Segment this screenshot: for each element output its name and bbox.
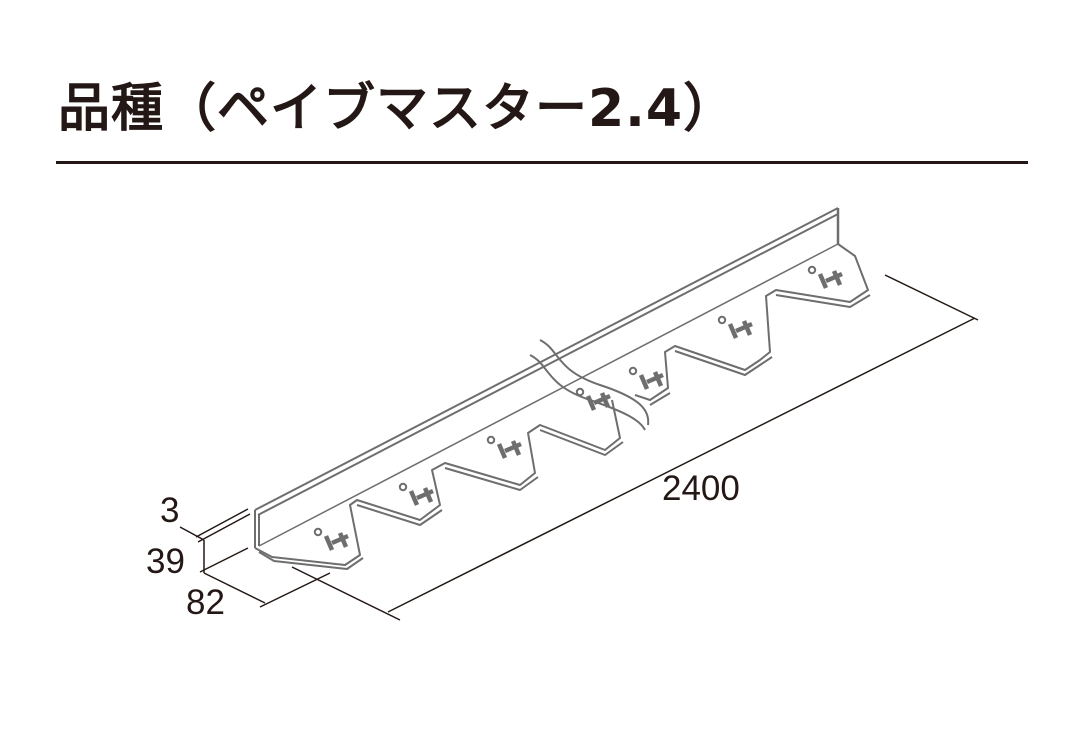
width-label: 82 bbox=[186, 583, 225, 622]
stamp-marks bbox=[315, 267, 842, 550]
thickness-label: 3 bbox=[160, 491, 179, 530]
length-label: 2400 bbox=[662, 469, 740, 508]
page-title: 品種（ペイブマスター2.4） bbox=[58, 79, 737, 139]
dimension-lines bbox=[179, 274, 979, 621]
height-label: 39 bbox=[146, 542, 185, 581]
title-divider bbox=[56, 161, 1028, 164]
edge-strip-part bbox=[254, 207, 871, 570]
